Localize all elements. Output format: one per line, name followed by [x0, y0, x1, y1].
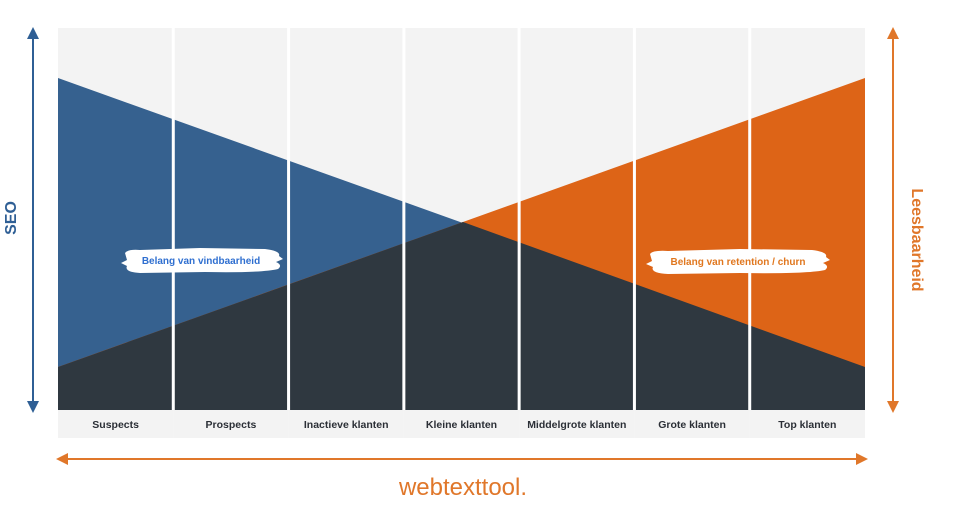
category-label: Kleine klanten	[426, 419, 497, 431]
overlap-region	[58, 222, 865, 410]
category-label-strip: Suspects Prospects Inactieve klanten Kleine…	[58, 410, 865, 438]
column-separators	[171, 28, 752, 438]
callout-findability-brush	[121, 248, 283, 273]
category-label: Top klanten	[778, 419, 836, 431]
column-separator	[517, 28, 521, 438]
callout-retention-brush	[646, 249, 830, 274]
category-label: Prospects	[206, 419, 257, 431]
category-cell	[519, 410, 635, 438]
triangle-layer	[58, 78, 865, 410]
category-cell	[288, 410, 404, 438]
category-label: Inactieve klanten	[304, 419, 389, 431]
category-cell	[58, 410, 174, 438]
category-cell	[749, 410, 865, 438]
category-label: Middelgrote klanten	[527, 419, 626, 431]
category-cell	[634, 410, 750, 438]
column-separator	[748, 28, 752, 438]
column-separator	[402, 28, 406, 438]
category-label: Suspects	[92, 419, 139, 431]
callout-findability: Belang van vindbaarheid	[121, 248, 283, 273]
category-cell	[173, 410, 289, 438]
category-label: Grote klanten	[658, 419, 726, 431]
category-cell	[403, 410, 520, 438]
column-separator	[171, 28, 175, 438]
column-separator	[632, 28, 636, 438]
column-separator	[287, 28, 291, 438]
callout-retention: Belang van retention / churn	[646, 249, 830, 274]
callout-findability-text: Belang van vindbaarheid	[142, 256, 260, 267]
seo-axis-label: SEO	[3, 201, 20, 235]
brand-logo-text: webtexttool.	[398, 474, 527, 501]
readability-axis-label: Leesbaarheid	[908, 188, 925, 291]
callout-retention-text: Belang van retention / churn	[670, 257, 805, 268]
